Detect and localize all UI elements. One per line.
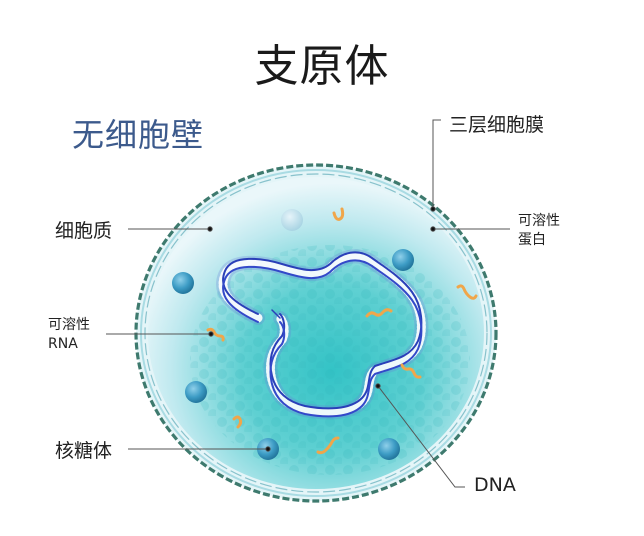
leader-lines (106, 119, 510, 488)
diagram-title: 支原体 (254, 41, 390, 92)
dna-helix (216, 249, 429, 420)
label-soluble-rna: 可溶性 RNA (48, 316, 90, 354)
label-cytoplasm: 细胞质 (55, 220, 113, 242)
label-soluble-protein-line2: 蛋白 (518, 232, 546, 248)
diagram-subtitle: 无细胞壁 (72, 116, 205, 154)
label-soluble-rna-line2: RNA (48, 336, 78, 352)
label-soluble-rna-line1: 可溶性 (48, 317, 90, 333)
rna-fragments (206, 207, 478, 455)
label-ribosome: 核糖体 (55, 440, 113, 462)
ribosome-pale (281, 209, 303, 231)
label-three-layer-membrane: 三层细胞膜 (449, 114, 545, 136)
ribosomes (172, 209, 414, 460)
cytoplasm (148, 177, 484, 489)
label-dna: DNA (474, 474, 516, 496)
label-soluble-protein: 可溶性 蛋白 (518, 212, 560, 250)
label-soluble-protein-line1: 可溶性 (518, 213, 560, 229)
